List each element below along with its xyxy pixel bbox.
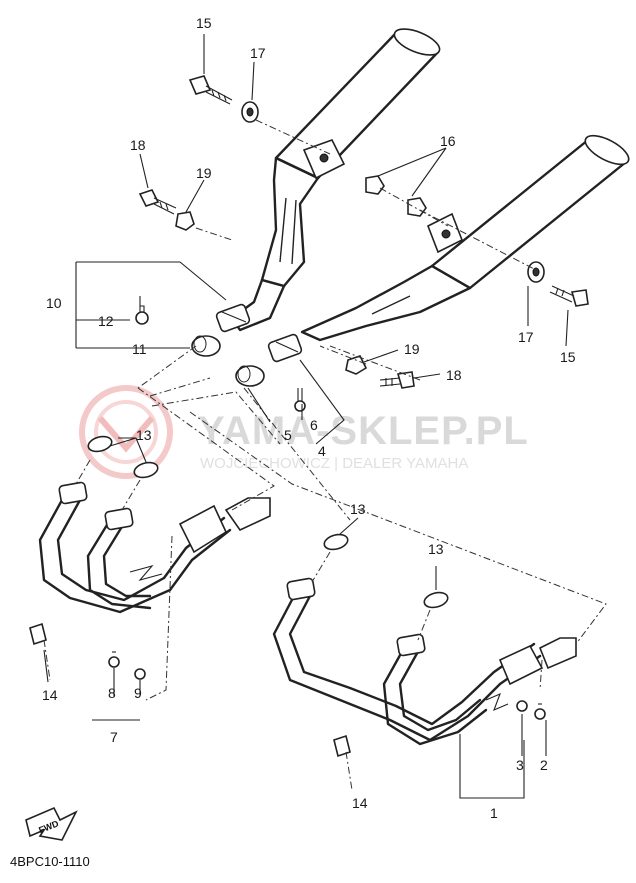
leader-lines — [43, 34, 569, 799]
callout-6: 6 — [310, 417, 318, 433]
bolt-12[interactable] — [135, 305, 149, 325]
callout-7: 7 — [110, 729, 118, 745]
callout-8: 8 — [108, 685, 116, 701]
callout-13-left: 13 — [136, 427, 152, 443]
muffler-left[interactable] — [215, 24, 443, 333]
nut-16a[interactable] — [365, 175, 385, 195]
bolt-18-lower[interactable] — [379, 371, 415, 389]
fwd-arrow-icon: FWD — [25, 806, 78, 841]
watermark-subtitle: WOJCIECHOWICZ | DEALER YAMAHA — [200, 455, 468, 472]
alignment-lines — [43, 119, 607, 791]
gasket-13-right-b[interactable] — [423, 590, 450, 610]
callout-18: 18 — [130, 137, 146, 153]
watermark-logo-icon — [79, 385, 173, 479]
muffler-left-bracket — [302, 139, 346, 180]
callout-3: 3 — [516, 757, 524, 773]
callout-10: 10 — [46, 295, 62, 311]
muffler-right[interactable] — [267, 130, 632, 363]
gasket-13-left-a[interactable] — [87, 434, 114, 454]
callout-numbers: 15 17 18 19 16 10 12 11 17 15 19 18 5 6 … — [42, 15, 576, 821]
callout-17-lower: 17 — [518, 329, 534, 345]
callout-13-right-b: 13 — [428, 541, 444, 557]
callout-12: 12 — [98, 313, 114, 329]
cap-14-left[interactable] — [29, 622, 47, 646]
bolt-6[interactable] — [294, 388, 306, 412]
muffler-left-clamp — [215, 303, 251, 333]
nut-19-upper[interactable] — [175, 211, 195, 231]
gasket-13-left-b[interactable] — [133, 460, 160, 480]
callout-4: 4 — [318, 443, 326, 459]
cap-14-right[interactable] — [333, 734, 351, 758]
nut-3[interactable] — [516, 700, 528, 712]
callout-14-right: 14 — [352, 795, 368, 811]
callout-16: 16 — [440, 133, 456, 149]
bolt-8[interactable] — [108, 651, 120, 668]
bolt-15-upper[interactable] — [188, 75, 233, 105]
callout-5: 5 — [284, 427, 292, 443]
callout-18-lower: 18 — [446, 367, 462, 383]
bolt-18-upper[interactable] — [138, 189, 177, 215]
callout-15-lower: 15 — [560, 349, 576, 365]
gasket-11[interactable] — [191, 335, 221, 357]
callout-19-lower: 19 — [404, 341, 420, 357]
watermark: YAMA-SKLEP.PL WOJCIECHOWICZ | DEALER YAM… — [79, 385, 529, 479]
exhaust-pipe-assembly-left[interactable] — [38, 481, 271, 614]
exhaust-pipe-assembly-right[interactable] — [272, 577, 577, 746]
washer-17-upper[interactable] — [241, 101, 259, 123]
callout-11: 11 — [132, 341, 147, 357]
callout-17: 17 — [250, 45, 266, 61]
callout-1: 1 — [490, 805, 498, 821]
muffler-right-clamp — [267, 333, 303, 363]
nut-16b[interactable] — [407, 197, 427, 217]
muffler-right-bracket — [426, 212, 464, 254]
watermark-title: YAMA-SKLEP.PL — [198, 409, 529, 453]
callout-15: 15 — [196, 15, 212, 31]
gasket-13-right-a[interactable] — [323, 532, 350, 552]
callout-14-left: 14 — [42, 687, 58, 703]
callout-13-right-a: 13 — [350, 501, 366, 517]
gasket-5[interactable] — [235, 365, 265, 387]
bolt-2[interactable] — [534, 703, 546, 720]
nut-9[interactable] — [134, 668, 146, 680]
callout-19: 19 — [196, 165, 212, 181]
bolt-15-lower[interactable] — [549, 285, 589, 307]
callout-2: 2 — [540, 757, 548, 773]
washer-17-lower[interactable] — [527, 261, 545, 283]
callout-9: 9 — [134, 685, 142, 701]
diagram-code: 4BPC10-1110 — [10, 854, 90, 869]
